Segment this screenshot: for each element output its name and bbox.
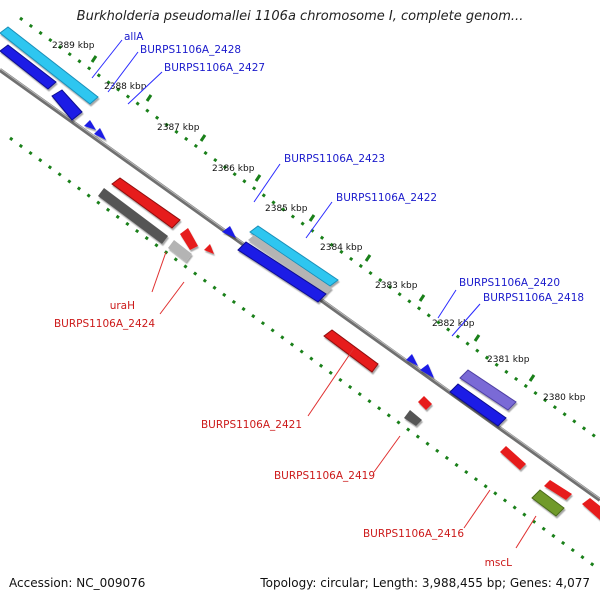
reverse-leader-lines	[151, 251, 537, 549]
tick-label: 2382 kbp	[432, 319, 475, 329]
map-title: Burkholderia pseudomallei 1106a chromoso…	[76, 9, 524, 24]
gene-label-burps1106a-2423[interactable]: BURPS1106A_2423	[284, 153, 385, 165]
tick-label: 2383 kbp	[375, 281, 418, 291]
gene-label-burps1106a-2416[interactable]: BURPS1106A_2416	[363, 528, 464, 540]
forward-leader-lines	[91, 39, 481, 337]
gene-label-burps1106a-2422[interactable]: BURPS1106A_2422	[336, 192, 437, 204]
gene-burps1106a-2416-feature[interactable]	[500, 446, 526, 470]
gene-small-forward-feature[interactable]	[84, 120, 96, 130]
gene-label-urah[interactable]: uraH	[110, 300, 135, 312]
topology-value: circular	[320, 576, 365, 590]
gene-burps1106a-2427-feature[interactable]	[51, 89, 83, 121]
gene-label-burps1106a-2421[interactable]: BURPS1106A_2421	[201, 419, 302, 431]
gene-small-reverse-feature[interactable]	[204, 244, 214, 254]
gene-gray-small-feature[interactable]	[404, 410, 422, 426]
gene-urah-feature[interactable]	[180, 228, 198, 250]
gene-mscl-feature[interactable]	[531, 489, 565, 517]
tick-label: 2384 kbp	[320, 243, 363, 253]
gene-red-feature[interactable]	[111, 177, 181, 229]
gene-label-burps1106a-2419[interactable]: BURPS1106A_2419	[274, 470, 375, 482]
tick-label: 2389 kbp	[52, 41, 95, 51]
gene-forward-feature[interactable]	[449, 383, 507, 427]
gene-red-feature[interactable]	[544, 480, 572, 500]
gene-label-burps1106a-2427[interactable]: BURPS1106A_2427	[164, 62, 265, 74]
genes-value: 4,077	[555, 576, 590, 590]
gene-burps1106a-2422-gray-feature[interactable]	[248, 235, 332, 294]
accession-label: Accession:	[9, 576, 73, 590]
gene-label-burps1106a-2424[interactable]: BURPS1106A_2424	[54, 318, 155, 330]
gene-burps1106a-2420-feature[interactable]	[406, 354, 418, 366]
gene-burps1106a-2421-feature[interactable]	[323, 329, 379, 373]
gene-burps1106a-2422-feature[interactable]	[237, 241, 327, 303]
gene-burps1106a-2422-cyan-feature[interactable]	[249, 225, 339, 287]
length-value: 3,988,455 bp	[421, 576, 502, 590]
accession-value: NC_009076	[76, 576, 146, 590]
gene-burps1106a-2418-feature[interactable]	[420, 364, 434, 378]
genes-label: Genes:	[509, 576, 552, 590]
gene-label-alla[interactable]: allA	[124, 31, 144, 43]
tick-label: 2388 kbp	[104, 82, 147, 92]
gene-gray-feature[interactable]	[98, 188, 168, 244]
gene-label-burps1106a-2420[interactable]: BURPS1106A_2420	[459, 277, 560, 289]
tick-track-lower	[9, 136, 600, 572]
gene-burps1106a-2428-feature[interactable]	[0, 44, 57, 90]
gene-burps1106a-2423-feature[interactable]	[222, 226, 236, 238]
gene-red-feature[interactable]	[582, 498, 600, 520]
tick-label: 2386 kbp	[212, 164, 255, 174]
gene-small-forward-feature[interactable]	[94, 128, 106, 140]
length-label: Length:	[372, 576, 419, 590]
gene-purple-feature[interactable]	[459, 369, 517, 411]
gene-burps1106a-2419-feature[interactable]	[418, 396, 432, 410]
gene-burps1106a-2424-feature[interactable]	[168, 240, 192, 262]
topology-label: Topology:	[260, 576, 317, 590]
accession-info: Accession: NC_009076	[9, 576, 145, 590]
genome-summary: Topology: circular; Length: 3,988,455 bp…	[260, 576, 590, 590]
gene-label-burps1106a-2418[interactable]: BURPS1106A_2418	[483, 292, 584, 304]
tick-label: 2387 kbp	[157, 123, 200, 133]
gene-label-burps1106a-2428[interactable]: BURPS1106A_2428	[140, 44, 241, 56]
tick-label: 2380 kbp	[543, 393, 586, 403]
tick-label: 2385 kbp	[265, 204, 308, 214]
tick-marks	[90, 55, 536, 382]
tick-label: 2381 kbp	[487, 355, 530, 365]
gene-alla-feature[interactable]	[0, 26, 99, 105]
gene-label-mscl[interactable]: mscL	[485, 557, 512, 569]
